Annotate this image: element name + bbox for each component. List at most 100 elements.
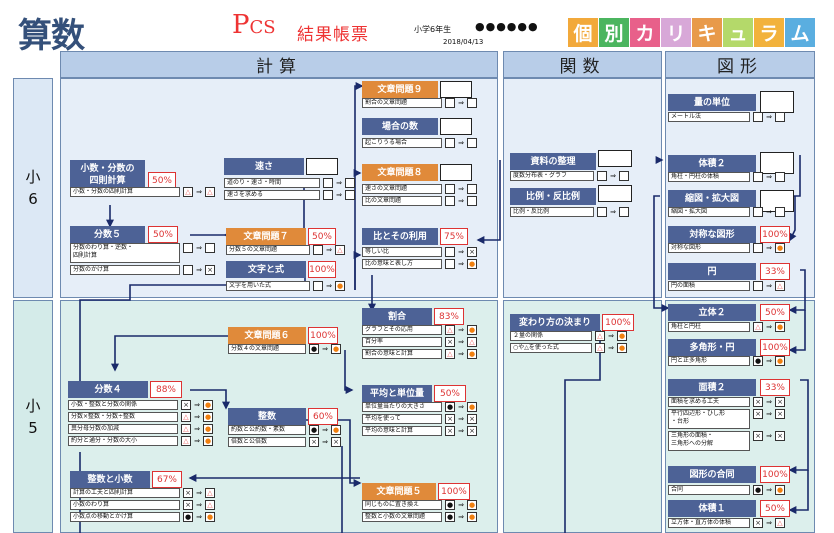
skill-mark: △	[183, 187, 193, 197]
arrow-icon: ⇒	[326, 246, 332, 254]
skill-result: ●	[467, 349, 477, 359]
skill-mark: ×	[181, 400, 191, 410]
curriculum-char-6: ラ	[754, 18, 784, 47]
arrow-icon: ⇒	[458, 326, 464, 334]
row-grade5-label: 小 5	[25, 396, 41, 437]
skill-label: 分数のわり算・逆数・ 四則計算	[70, 243, 180, 263]
skill-mark	[445, 138, 455, 148]
curriculum-char-3: リ	[661, 18, 691, 47]
arrow-icon: ⇒	[458, 197, 464, 205]
unit-percent: 83%	[434, 308, 464, 325]
skill-label: 平均を使って	[362, 414, 442, 424]
skill-label: ○や△を使った式	[510, 343, 592, 353]
arrow-icon: ⇒	[458, 501, 464, 509]
unit-title[interactable]: 文章問題６	[228, 327, 306, 344]
skill-mark: ×	[309, 437, 319, 447]
arrow-icon: ⇒	[766, 486, 772, 494]
skill-label: 小数のわり算	[70, 500, 180, 510]
unit-title[interactable]: 文章問題７	[226, 228, 306, 245]
skill-result: ●	[467, 259, 477, 269]
skill-mark: △	[445, 325, 455, 335]
unit-title[interactable]: 図形の合同	[668, 466, 756, 483]
skill-result: ×	[775, 409, 785, 419]
skill-result: ●	[467, 402, 477, 412]
skill-label: 倍数と公倍数	[228, 437, 306, 447]
skill-mark: ●	[309, 425, 319, 435]
unit-percent: 100%	[760, 339, 790, 356]
skill-label: メートル法	[668, 112, 750, 122]
skill-mark	[445, 196, 455, 206]
unit-title[interactable]: 変わり方の決まり	[510, 314, 600, 331]
unit-title[interactable]: 分数５	[70, 226, 145, 243]
skill-label: 分数×整数・分数÷整数	[68, 412, 178, 422]
unit-title[interactable]: 文字と式	[226, 261, 306, 278]
skill-mark	[753, 207, 763, 217]
skill-mark	[183, 243, 193, 253]
unit-title[interactable]: 比とその利用	[362, 228, 438, 245]
arrow-icon: ⇒	[194, 401, 200, 409]
unit-percent: 100%	[760, 466, 790, 483]
unit-title[interactable]: 場合の数	[362, 118, 438, 135]
skill-label: 分数５の文章問題	[226, 245, 310, 255]
unit-title[interactable]: 量の単位	[668, 94, 756, 111]
skill-label: 三角形の面積・ 三角形への分解	[668, 431, 750, 451]
skill-label: 比の意味と表し方	[362, 259, 442, 269]
logo-big: P	[232, 10, 250, 40]
arrow-icon: ⇒	[458, 139, 464, 147]
unit-title[interactable]: 多角形・円	[668, 339, 756, 356]
unit-title[interactable]: 対称な図形	[668, 226, 756, 243]
skill-result	[775, 112, 785, 122]
skill-label: 文字を用いた式	[226, 281, 310, 291]
arrow-icon: ⇒	[766, 357, 772, 365]
skill-mark	[597, 207, 607, 217]
arrow-icon: ⇒	[766, 398, 772, 406]
skill-result: △	[205, 488, 215, 498]
skill-result: ●	[331, 425, 341, 435]
skill-result: △	[775, 281, 785, 291]
unit-title[interactable]: 立体２	[668, 304, 756, 321]
skill-label: 面積を求める工夫	[668, 397, 750, 407]
skill-label: 等しい比	[362, 247, 442, 257]
skill-result: ●	[203, 424, 213, 434]
skill-label: 対称な図形	[668, 243, 750, 253]
unit-title[interactable]: 体積１	[668, 500, 756, 517]
unit-title[interactable]: 整数	[228, 408, 306, 425]
report-date: 2018/04/13	[443, 38, 484, 46]
unit-title[interactable]: 円	[668, 263, 756, 280]
skill-mark	[597, 171, 607, 181]
unit-title[interactable]: 分数４	[68, 381, 148, 398]
grade-label: 小学6年生	[414, 25, 452, 34]
unit-title[interactable]: 体積２	[668, 155, 756, 172]
skill-mark: ×	[445, 414, 455, 424]
skill-mark: ×	[183, 488, 193, 498]
unit-title[interactable]: 小数・分数の 四則計算	[70, 160, 145, 190]
unit-title[interactable]: 文章問題５	[362, 483, 436, 500]
skill-result	[619, 171, 629, 181]
skill-label: 分数のかけ算	[70, 265, 180, 275]
skill-mark	[753, 112, 763, 122]
unit-percent: 100%	[760, 226, 790, 243]
skill-result: ●	[467, 500, 477, 510]
unit-title[interactable]: 速さ	[224, 158, 304, 175]
unit-title[interactable]: 縮図・拡大図	[668, 190, 756, 207]
skill-result: △	[467, 337, 477, 347]
skill-label: ２量の関係	[510, 331, 592, 341]
arrow-icon: ⇒	[766, 282, 772, 290]
skill-label: 小数点の移動とかけ算	[70, 512, 180, 522]
skill-result: ●	[775, 243, 785, 253]
skill-result	[775, 172, 785, 182]
skill-mark: ×	[445, 337, 455, 347]
unit-title[interactable]: 比例・反比例	[510, 188, 596, 205]
unit-title[interactable]: 割合	[362, 308, 432, 325]
unit-title[interactable]: 整数と小数	[70, 471, 150, 488]
unit-title[interactable]: 平均と単位量	[362, 385, 432, 402]
skill-result	[467, 196, 477, 206]
skill-mark: ●	[753, 356, 763, 366]
arrow-icon: ⇒	[322, 345, 328, 353]
unit-title[interactable]: 面積２	[668, 379, 756, 396]
unit-title[interactable]: 資料の整理	[510, 153, 596, 170]
unit-title[interactable]: 文章問題９	[362, 81, 438, 98]
skill-result	[345, 178, 355, 188]
skill-mark: ×	[183, 500, 193, 510]
unit-title[interactable]: 文章問題８	[362, 164, 438, 181]
